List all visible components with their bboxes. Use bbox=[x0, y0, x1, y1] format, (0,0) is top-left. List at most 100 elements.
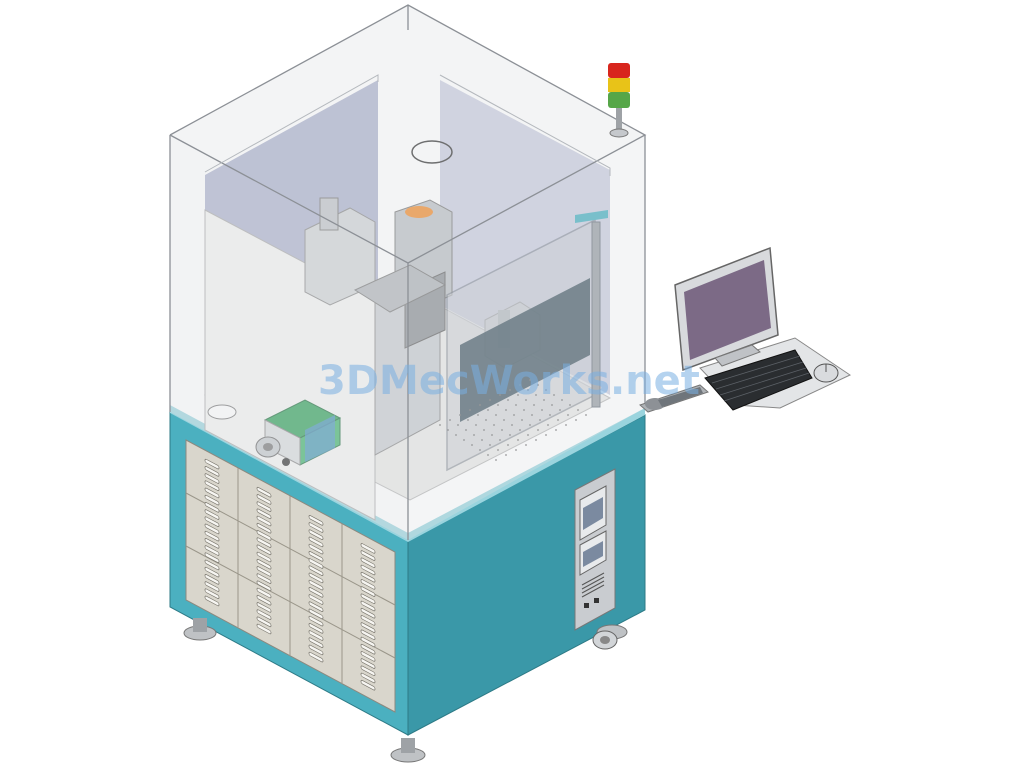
servo-module bbox=[255, 399, 342, 466]
drawer-handle bbox=[308, 615, 324, 627]
perforation-hole bbox=[537, 429, 539, 431]
perforation-hole bbox=[489, 399, 491, 401]
perforation-hole bbox=[447, 429, 449, 431]
drawer-handle bbox=[256, 566, 272, 577]
perforation-hole bbox=[527, 434, 529, 436]
drawer-handle bbox=[308, 522, 324, 533]
drawer-handle bbox=[204, 516, 220, 527]
perforation-hole bbox=[525, 399, 527, 401]
drawer-handle bbox=[256, 609, 272, 620]
drawer-handle bbox=[360, 571, 376, 583]
perforation-hole bbox=[507, 444, 509, 446]
perforation-hole bbox=[503, 419, 505, 421]
drawer-handle bbox=[204, 530, 220, 542]
perforation-hole bbox=[577, 409, 579, 411]
perforation-hole bbox=[557, 419, 559, 421]
perforation-hole bbox=[487, 409, 489, 411]
perforation-hole bbox=[477, 414, 479, 416]
drawer-handle bbox=[204, 595, 220, 607]
perforation-hole bbox=[499, 394, 501, 396]
drawer-handle bbox=[308, 515, 324, 526]
drawer-handle bbox=[204, 545, 220, 556]
drawer-handle bbox=[256, 616, 272, 628]
drawer-handle bbox=[360, 636, 376, 648]
rear-linear-stage bbox=[304, 197, 447, 313]
drawer-handle bbox=[360, 550, 376, 561]
drawer-handle bbox=[308, 594, 324, 605]
signal-tower-icon bbox=[608, 63, 630, 138]
perforation-hole bbox=[513, 414, 515, 416]
cabinet-base bbox=[169, 405, 646, 763]
door-rail bbox=[591, 221, 601, 408]
drawer-handle bbox=[360, 607, 376, 619]
drawer-handle bbox=[308, 608, 324, 620]
drawer-handle bbox=[204, 566, 220, 578]
drawer-handle bbox=[256, 501, 272, 512]
perforation-hole bbox=[489, 444, 491, 446]
drawer-handle bbox=[256, 558, 272, 570]
perforation-hole bbox=[535, 394, 537, 396]
perforation-hole bbox=[517, 394, 519, 396]
drawer-handle bbox=[256, 530, 272, 541]
drawer-handle bbox=[308, 579, 324, 591]
perforation-hole bbox=[515, 404, 517, 406]
drawer-handle bbox=[360, 543, 376, 554]
perforation-hole bbox=[459, 414, 461, 416]
perforation-hole bbox=[505, 454, 507, 456]
drawer-handle bbox=[308, 623, 324, 634]
perforation-hole bbox=[529, 424, 531, 426]
drawer-handle bbox=[360, 629, 376, 641]
perforation-hole bbox=[439, 424, 441, 426]
perforation-hole bbox=[515, 449, 517, 451]
control-panel bbox=[574, 468, 616, 631]
perforation-hole bbox=[493, 424, 495, 426]
perforation-hole bbox=[561, 399, 563, 401]
perforation-hole bbox=[531, 414, 533, 416]
perforation-hole bbox=[469, 409, 471, 411]
drawer-handle bbox=[360, 600, 376, 612]
perforation-hole bbox=[467, 419, 469, 421]
drawer-handle bbox=[204, 466, 220, 477]
perforation-hole bbox=[517, 439, 519, 441]
drawer-handle bbox=[360, 658, 376, 669]
perforation-hole bbox=[495, 414, 497, 416]
drawer-handle bbox=[308, 529, 324, 540]
perforation-hole bbox=[555, 429, 557, 431]
perforation-hole bbox=[481, 439, 483, 441]
caster-wheel-icon bbox=[592, 630, 618, 650]
drawer-handle bbox=[204, 523, 220, 535]
perforation-hole bbox=[537, 384, 539, 386]
perforation-hole bbox=[499, 439, 501, 441]
perforation-hole bbox=[495, 459, 497, 461]
drawer-handle bbox=[256, 515, 272, 527]
perforation-hole bbox=[449, 419, 451, 421]
perforation-hole bbox=[547, 424, 549, 426]
drawer-handle bbox=[360, 564, 376, 576]
drawer-handle bbox=[308, 536, 324, 548]
perforation-hole bbox=[511, 424, 513, 426]
drawer-handle bbox=[308, 630, 324, 641]
drawer-handle bbox=[204, 487, 220, 499]
perforation-hole bbox=[543, 399, 545, 401]
drawer-handle bbox=[308, 558, 324, 569]
drawer-handle bbox=[256, 508, 272, 520]
drawer-handle bbox=[204, 538, 220, 549]
drawer-handle bbox=[360, 586, 376, 597]
drawer-handle bbox=[204, 502, 220, 513]
drawer-handle bbox=[308, 543, 324, 555]
drawer-handle bbox=[360, 579, 376, 590]
glass-left-face bbox=[170, 135, 408, 540]
perforation-hole bbox=[497, 404, 499, 406]
perforation-hole bbox=[567, 414, 569, 416]
perforation-hole bbox=[487, 454, 489, 456]
perforation-hole bbox=[551, 404, 553, 406]
drawer-handle bbox=[256, 623, 272, 635]
drawer-handle bbox=[360, 557, 376, 569]
drawer-handle bbox=[204, 473, 220, 484]
drawer-handle bbox=[360, 672, 376, 684]
perforation-hole bbox=[463, 439, 465, 441]
drawer-handle bbox=[256, 537, 272, 548]
top-ring bbox=[411, 140, 453, 164]
